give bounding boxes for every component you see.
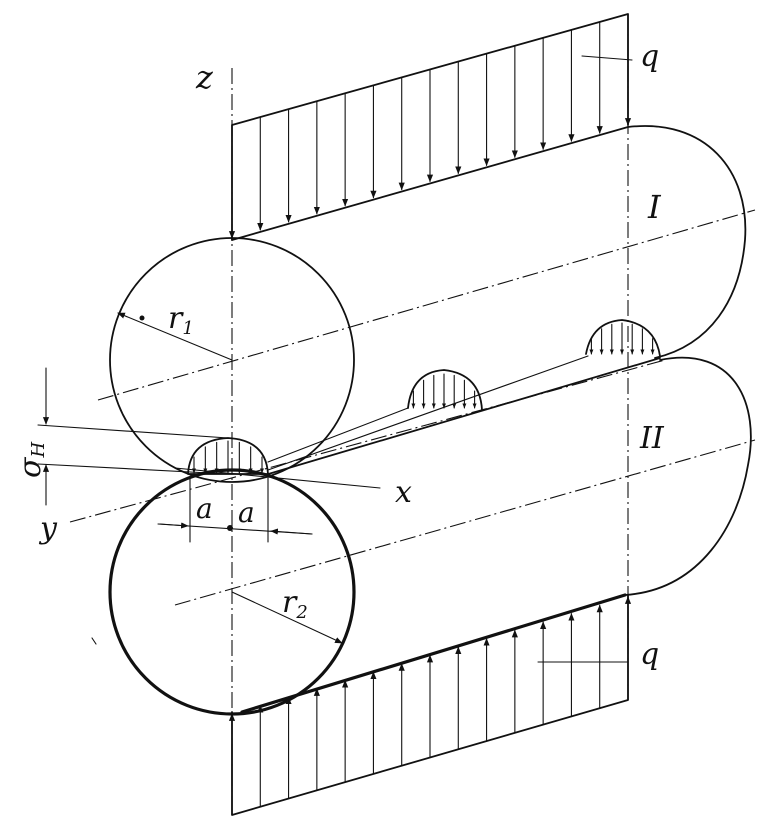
top-load-label: q	[640, 39, 659, 74]
stress-bump-front-arrows	[192, 440, 264, 474]
stress-bump-middle	[407, 369, 483, 411]
stress-letter: σ	[13, 456, 48, 478]
x-axis-label: x	[395, 475, 412, 510]
stress-label: σH	[13, 442, 49, 478]
cylinder-2-label: II	[639, 421, 665, 456]
bottom-load-label: q	[640, 637, 659, 672]
z-axis-label: z	[195, 58, 214, 96]
top-load-diagram	[228, 13, 633, 241]
bottom-load-diagram	[228, 594, 632, 816]
contact-line	[264, 357, 661, 476]
cylinder-2-bottom-generator	[240, 593, 627, 714]
top-load-pointer	[581, 55, 633, 61]
stress-bump-middle-arrows	[411, 373, 477, 409]
cylinder-1-label: I	[647, 188, 662, 226]
radius-r2-label: r2	[282, 585, 308, 623]
stress-ext-lower	[37, 463, 229, 475]
half-width-right-label: a	[238, 496, 255, 529]
radius-r2-subscript: 2	[295, 602, 307, 623]
radius-r1: r1	[117, 301, 233, 361]
contact-center-point	[227, 525, 233, 531]
stress-ext-upper	[37, 424, 229, 439]
contact-band-edge-upper	[267, 407, 409, 463]
contact-band-edge-lower	[267, 355, 589, 471]
radius-r2-line	[231, 591, 343, 644]
contact-stress-bumps	[187, 319, 661, 475]
radius-r1-line	[117, 312, 233, 361]
cylinder-1-end-cap	[627, 125, 747, 359]
cylinder-2-end-cap	[624, 356, 752, 596]
half-width-arrow-right	[270, 528, 313, 535]
stress-subscript: H	[28, 442, 49, 459]
stress-dimension: σH	[13, 367, 229, 506]
half-width-arrow-left	[159, 522, 189, 529]
stress-bump-back-arrows	[589, 322, 655, 355]
half-width-left-label: a	[196, 492, 213, 525]
y-axis-label: y	[38, 511, 58, 546]
cylinder-1	[109, 125, 747, 483]
x-axis-line	[174, 467, 381, 489]
stress-bump-back	[585, 319, 661, 357]
radius-r1-mark	[139, 315, 145, 321]
cylinder-1-axis	[97, 209, 756, 401]
radius-r1-subscript: 1	[182, 318, 193, 339]
radius-r1-letter: r	[168, 301, 184, 336]
cylinder-1-cross-section	[109, 237, 355, 483]
scan-mark	[91, 637, 97, 645]
axes	[69, 14, 756, 815]
cylinder-2-axis	[174, 439, 756, 606]
y-axis-line	[69, 359, 666, 523]
radius-r1-label: r1	[168, 301, 194, 339]
top-load-arrows	[228, 13, 632, 239]
half-width-dimension: a a	[157, 477, 313, 543]
cylinder-1-top-generator	[231, 126, 629, 241]
radius-r2-letter: r	[282, 585, 298, 620]
radius-r2: r2	[231, 585, 343, 644]
bottom-load-arrows	[228, 596, 632, 816]
